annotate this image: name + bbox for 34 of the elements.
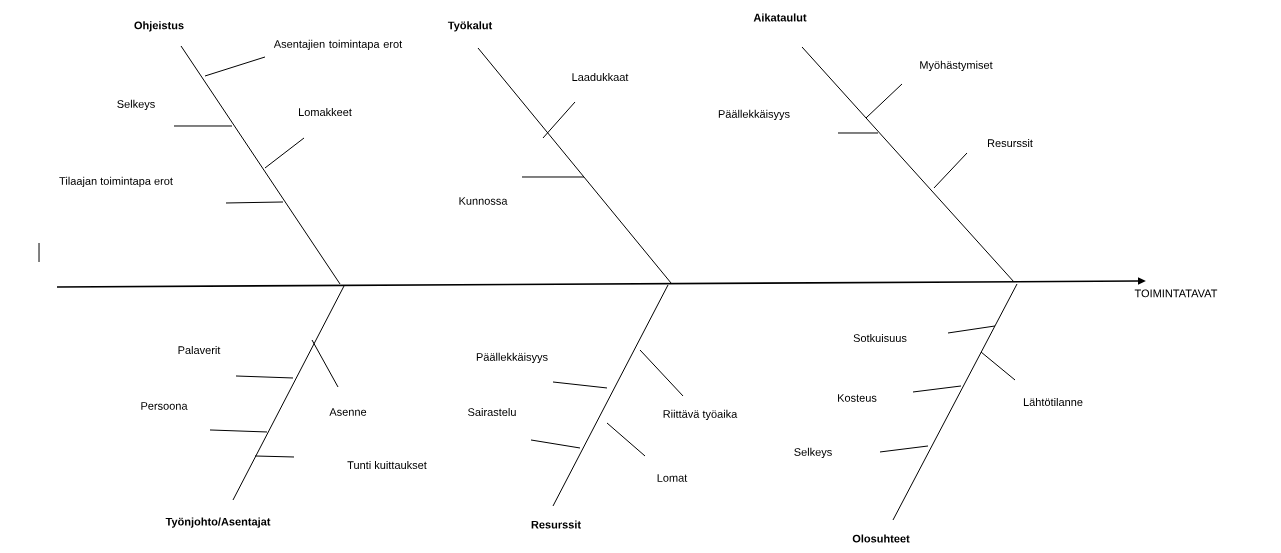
cause-label: Lomakkeet: [299, 107, 352, 117]
cause-label: Tilaajan toimintapa erot: [59, 176, 173, 188]
cause-label: Sairastelu: [468, 407, 516, 417]
cause-label: Resurssit: [988, 138, 1033, 148]
cause-label: Asentajien toimintapa erot: [273, 39, 403, 51]
cause-label: Kunnossa: [459, 197, 508, 205]
cause-label: Myöhästymiset: [920, 60, 993, 72]
bone-line: [477, 47, 672, 284]
category-label: Ohjeistus: [134, 21, 184, 32]
cause-label: Palaverit: [178, 345, 221, 355]
cause-label: Sotkuisuus: [853, 333, 907, 343]
category-label: Työkalut: [447, 21, 493, 32]
effect-label: TOIMINTATAVAT: [1134, 289, 1218, 298]
category-label: Aikataulut: [753, 13, 807, 22]
category-label: Resurssit: [531, 520, 581, 529]
cause-label: Lomat: [657, 474, 688, 482]
cause-label: Selkeys: [794, 447, 832, 459]
cause-label: Tunti kuittaukset: [347, 460, 427, 470]
cause-label: Persoona: [141, 402, 188, 410]
bone-line: [801, 46, 1015, 283]
cause-label: Päällekkäisyys: [718, 109, 790, 121]
category-label: Työnjohto/Asentajat: [165, 517, 271, 528]
cause-label: Laadukkaat: [572, 72, 629, 82]
category-label: Olosuhteet: [852, 534, 910, 543]
cause-label: Kosteus: [838, 394, 877, 402]
bone-line: [180, 45, 341, 285]
cause-label: Selkeys: [117, 99, 155, 111]
bone-line: [552, 284, 669, 507]
cause-label: Riittävä työaika: [663, 409, 738, 421]
bone-line: [232, 285, 345, 501]
cause-label: Asenne: [329, 408, 367, 416]
cause-label: Päällekkäisyys: [476, 352, 548, 364]
cause-label: Lähtötilanne: [1023, 397, 1083, 407]
bone-line: [892, 283, 1018, 521]
